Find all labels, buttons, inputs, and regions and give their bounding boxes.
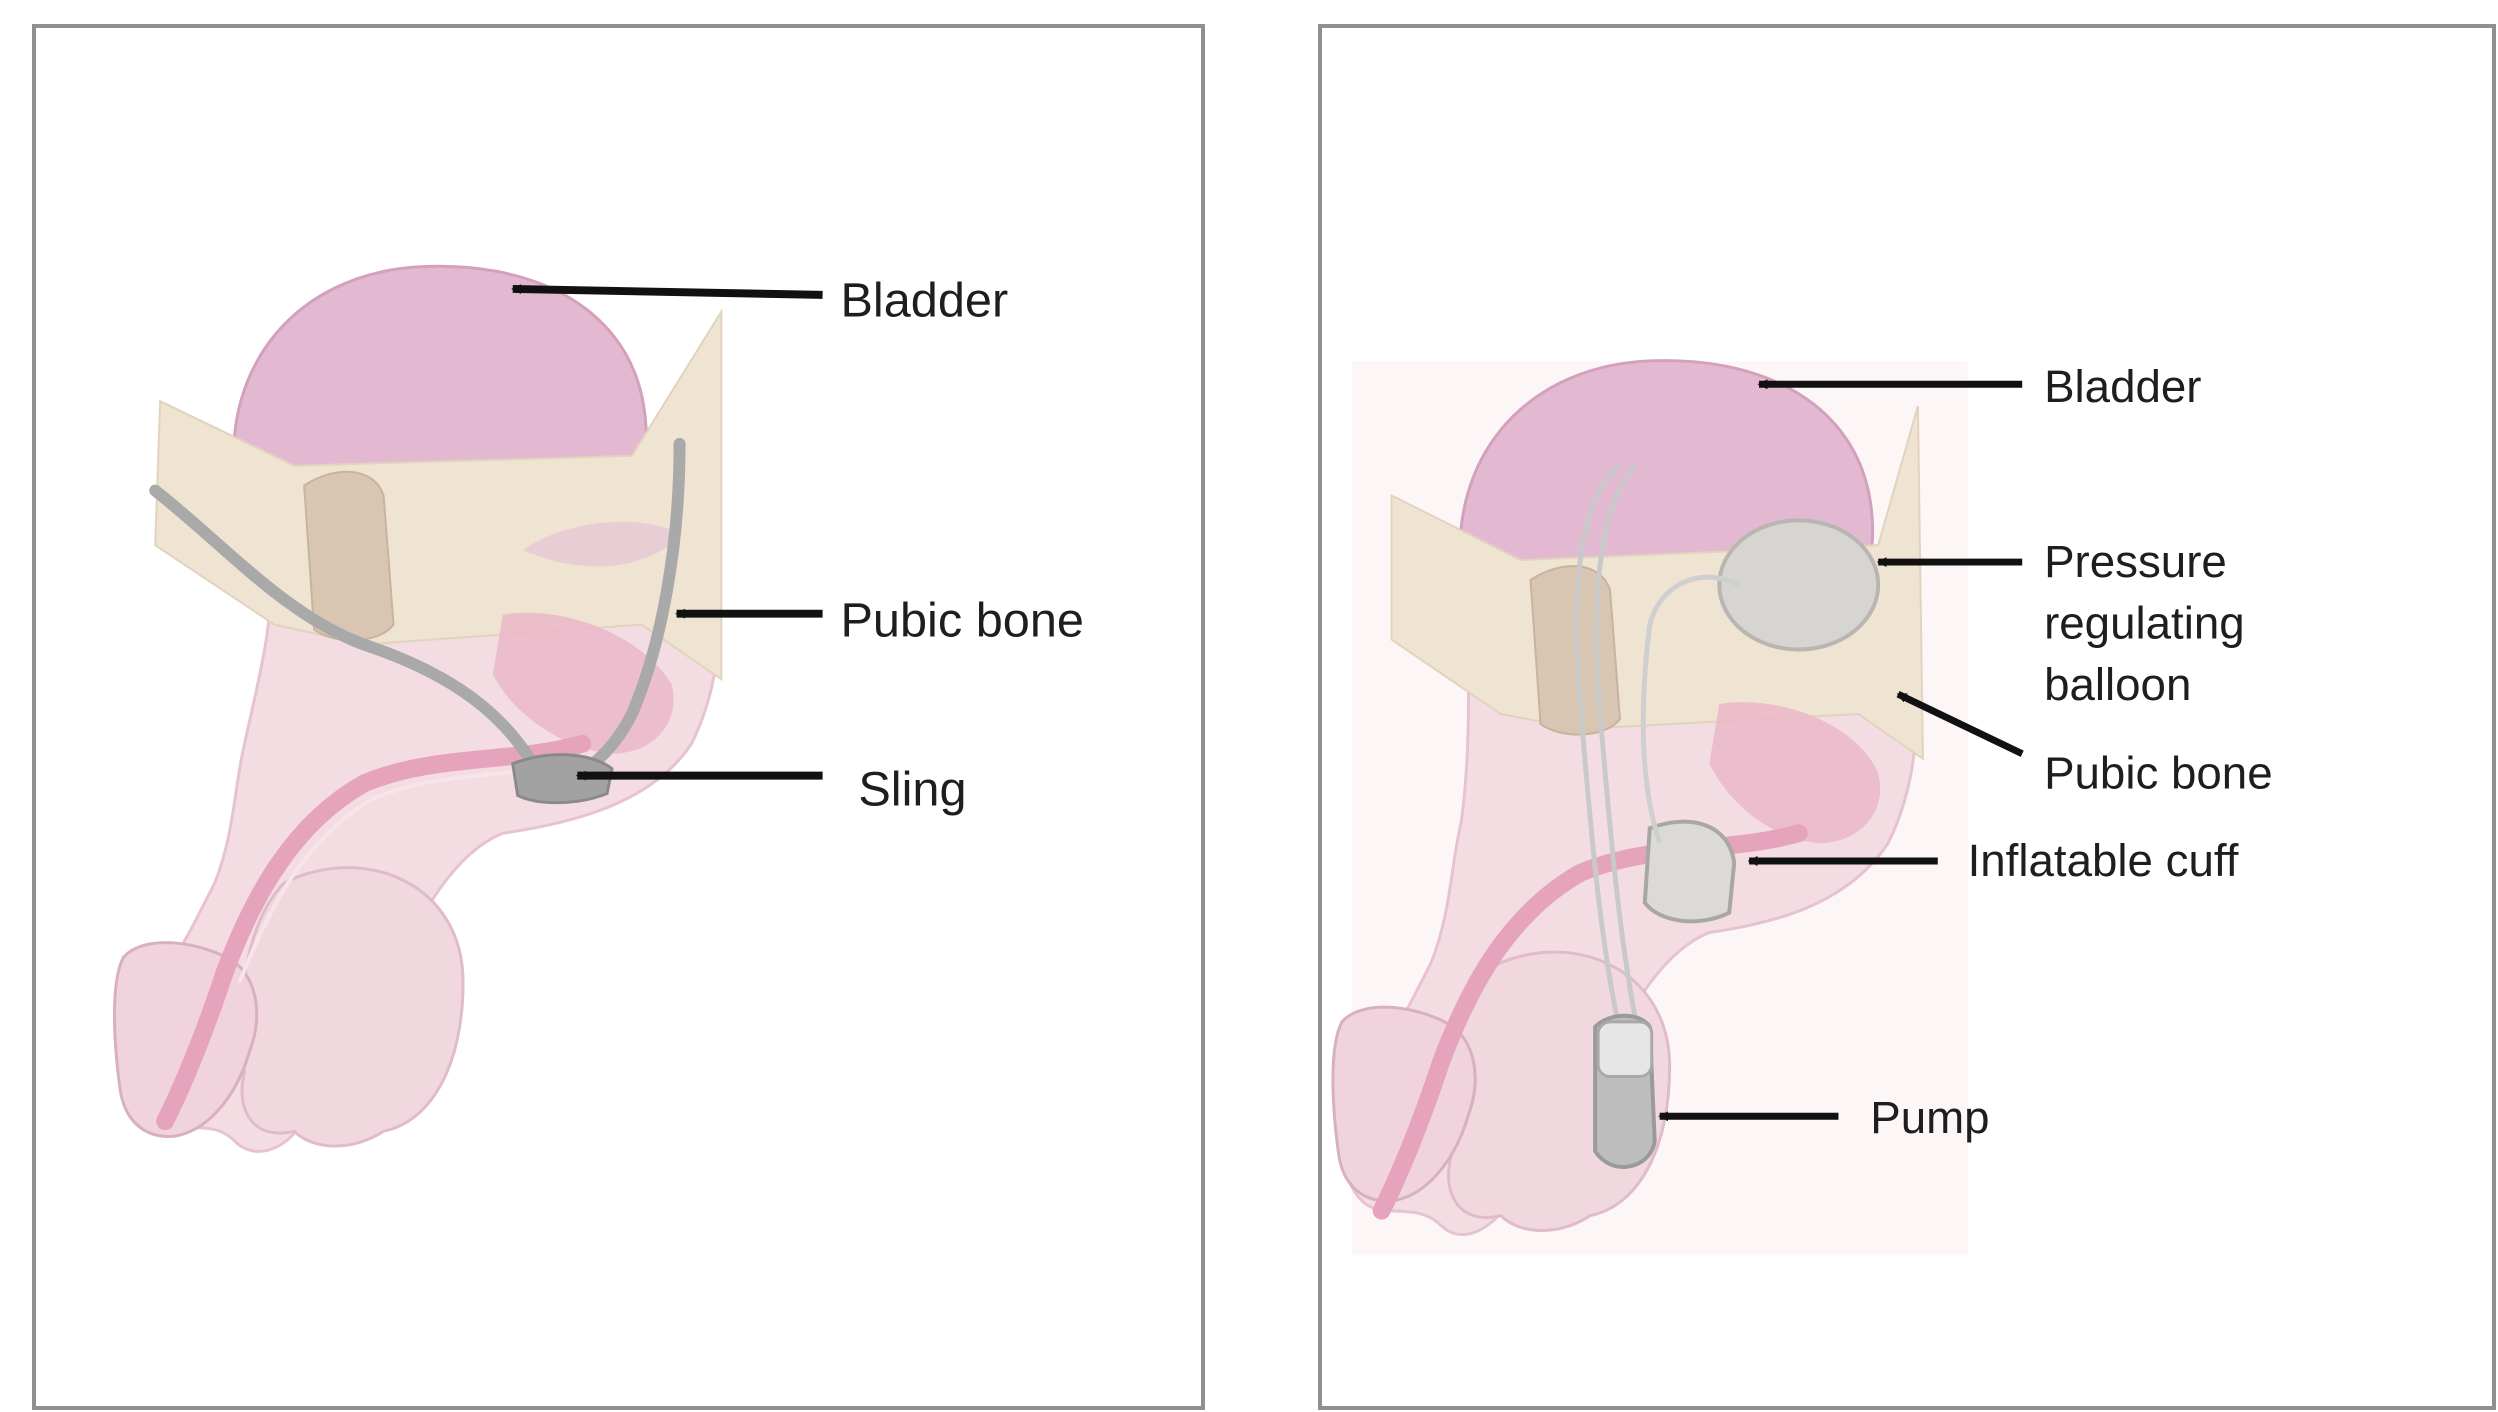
label-pump: Pump [1870, 1092, 1989, 1143]
label-pressure-line2: regulating [2044, 598, 2245, 649]
sling-diagram-panel: Bladder Pubic bone Sling [32, 24, 1205, 1410]
pressure-regulating-balloon [1719, 520, 1878, 649]
label-inflatable-cuff: Inflatable cuff [1968, 835, 2239, 886]
label-pressure-line3: balloon [2044, 659, 2191, 710]
artificial-sphincter-diagram-panel: Bladder Pressure regulating balloon Pubi… [1318, 24, 2496, 1410]
label-pubic-bone: Pubic bone [2044, 748, 2273, 799]
sling-diagram: Bladder Pubic bone Sling [36, 28, 1201, 1406]
label-bladder: Bladder [840, 274, 1008, 328]
label-sling: Sling [858, 762, 966, 816]
artificial-sphincter-diagram: Bladder Pressure regulating balloon Pubi… [1322, 28, 2492, 1406]
label-pubic-bone: Pubic bone [840, 594, 1083, 648]
label-pressure-line1: Pressure [2044, 536, 2227, 587]
label-bladder: Bladder [2044, 361, 2201, 412]
